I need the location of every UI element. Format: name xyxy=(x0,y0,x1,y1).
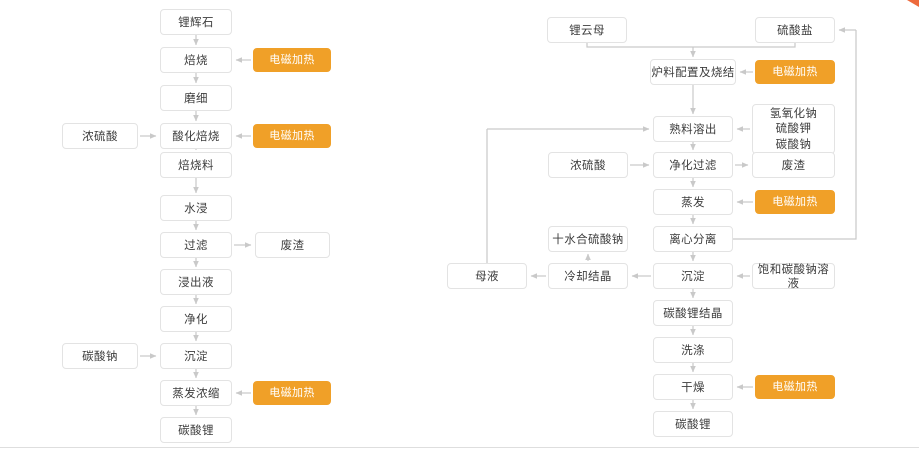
node-clinker-dissolution[interactable]: 熟料溶出 xyxy=(653,116,733,142)
node-evaporation-concentration[interactable]: 蒸发浓缩 xyxy=(160,380,232,406)
node-roasted-material[interactable]: 焙烧料 xyxy=(160,152,232,178)
node-precipitation-right[interactable]: 沉淀 xyxy=(653,263,733,289)
node-induction-heating-roasting[interactable]: 电磁加热 xyxy=(253,48,331,72)
bottom-divider xyxy=(0,447,919,448)
node-burden-preparation-sintering[interactable]: 炉料配置及烧结 xyxy=(650,59,736,85)
node-induction-heating-evaporation[interactable]: 电磁加热 xyxy=(253,381,331,405)
node-water-leaching[interactable]: 水浸 xyxy=(160,195,232,221)
node-washing[interactable]: 洗涤 xyxy=(653,337,733,363)
node-filtration[interactable]: 过滤 xyxy=(160,232,232,258)
node-lepidolite[interactable]: 锂云母 xyxy=(547,17,627,43)
node-induction-heating-sintering[interactable]: 电磁加热 xyxy=(755,60,835,84)
corner-ribbon-icon xyxy=(907,0,919,7)
node-induction-heating-drying[interactable]: 电磁加热 xyxy=(755,375,835,399)
node-sulfate[interactable]: 硫酸盐 xyxy=(755,17,835,43)
node-sodium-sulfate-decahydrate[interactable]: 十水合硫酸钠 xyxy=(548,226,628,252)
node-fine-grinding[interactable]: 磨细 xyxy=(160,85,232,111)
node-precipitation-left[interactable]: 沉淀 xyxy=(160,343,232,369)
node-leachate[interactable]: 浸出液 xyxy=(160,269,232,295)
node-lithium-carbonate-crystal[interactable]: 碳酸锂结晶 xyxy=(653,300,733,326)
node-induction-heating-evaporation-right[interactable]: 电磁加热 xyxy=(755,190,835,214)
node-saturated-sodium-carbonate-solution[interactable]: 饱和碳酸钠溶液 xyxy=(752,262,835,290)
node-sodium-carbonate-left[interactable]: 碳酸钠 xyxy=(62,343,138,369)
node-concentrated-sulfuric-acid-right[interactable]: 浓硫酸 xyxy=(548,152,628,178)
node-roasting[interactable]: 焙烧 xyxy=(160,47,232,73)
node-evaporation[interactable]: 蒸发 xyxy=(653,189,733,215)
node-cooling-crystallization[interactable]: 冷却结晶 xyxy=(548,263,628,289)
node-concentrated-sulfuric-acid-left[interactable]: 浓硫酸 xyxy=(62,123,138,149)
node-drying[interactable]: 干燥 xyxy=(653,374,733,400)
node-purification-left[interactable]: 净化 xyxy=(160,306,232,332)
node-lithium-carbonate-right[interactable]: 碳酸锂 xyxy=(653,411,733,437)
node-acid-roasting[interactable]: 酸化焙烧 xyxy=(160,123,232,149)
node-alkali-reagents[interactable]: 氢氧化钠 硫酸钾 碳酸钠 xyxy=(752,104,835,154)
node-induction-heating-acid-roasting[interactable]: 电磁加热 xyxy=(253,124,331,148)
node-purification-filtration[interactable]: 净化过滤 xyxy=(653,152,733,178)
node-waste-residue-left[interactable]: 废渣 xyxy=(255,232,330,258)
node-centrifugal-separation[interactable]: 离心分离 xyxy=(653,226,733,252)
node-spodumene[interactable]: 锂辉石 xyxy=(160,9,232,35)
node-lithium-carbonate-left[interactable]: 碳酸锂 xyxy=(160,417,232,443)
node-mother-liquor[interactable]: 母液 xyxy=(447,263,527,289)
node-waste-residue-right[interactable]: 废渣 xyxy=(752,152,835,178)
